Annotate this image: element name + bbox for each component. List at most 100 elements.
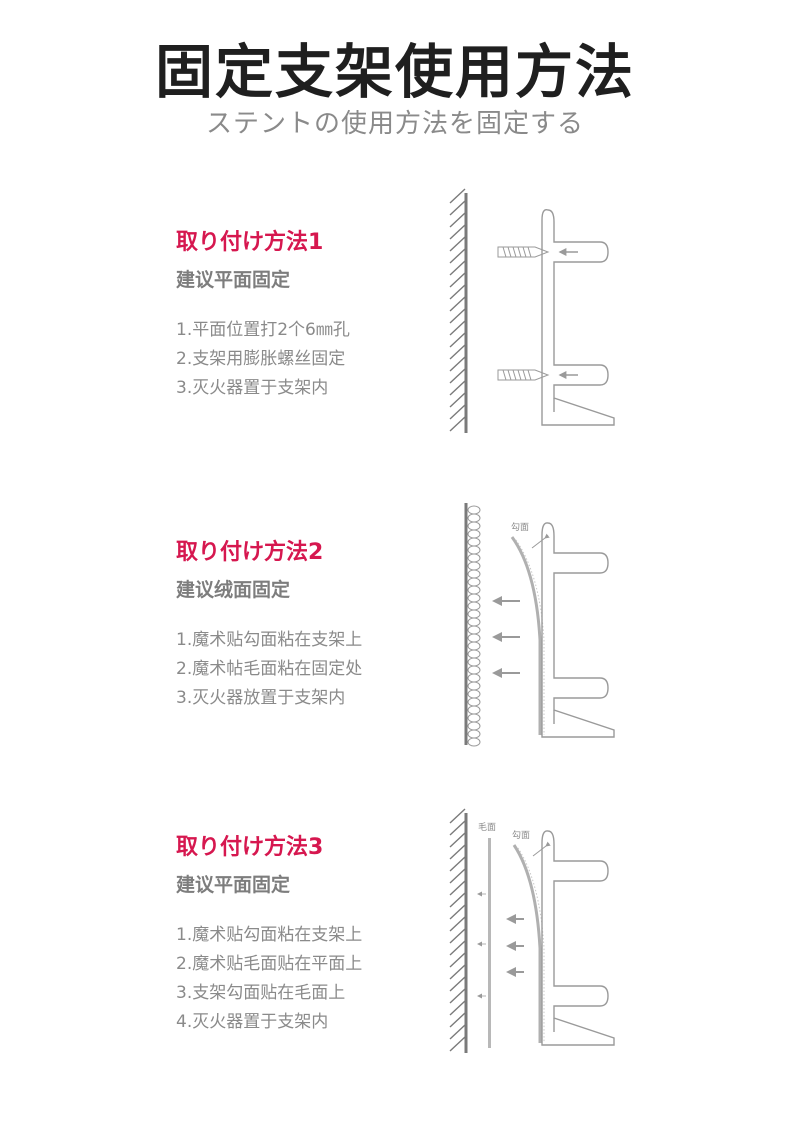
- hatch-line: [449, 952, 466, 968]
- velcro-loop: [467, 529, 481, 539]
- small-arrow-icon: [477, 891, 486, 999]
- screw-icon: [497, 246, 550, 381]
- hatch-line: [449, 832, 466, 848]
- hatch-line: [449, 1024, 466, 1040]
- diagram-3: 毛面 勾面: [449, 808, 615, 1053]
- hatch-line: [449, 868, 466, 884]
- bracket-icon: [541, 830, 615, 1046]
- velcro-loop: [467, 689, 481, 699]
- velcro-loop: [467, 593, 481, 603]
- arrow-left-icon: [506, 914, 524, 977]
- velcro-loop: [467, 657, 481, 667]
- method-1-step-2: 2.支架用膨胀螺丝固定: [176, 349, 346, 369]
- velcro-loop: [467, 729, 481, 739]
- hatch-line: [449, 224, 466, 240]
- velcro-loop: [467, 649, 481, 659]
- method-2-step-1: 1.魔术贴勾面粘在支架上: [176, 630, 363, 650]
- velcro-loop: [467, 665, 481, 675]
- hook-strip: [512, 844, 542, 1043]
- page-title: 固定支架使用方法: [154, 38, 635, 106]
- hatch-line: [449, 856, 466, 872]
- method-3-text: 取り付け方法3 建议平面固定 1.魔术贴勾面粘在支架上 2.魔术贴毛面贴在平面上…: [176, 833, 436, 1037]
- wall-hatch-icon: [449, 188, 468, 433]
- bracket-icon: [541, 522, 615, 738]
- hatch-line: [449, 308, 466, 324]
- velcro-loop: [467, 577, 481, 587]
- hook-label: 勾面: [512, 829, 530, 841]
- arrow-left-icon: [558, 248, 578, 379]
- method-3-title: 取り付け方法3: [176, 835, 324, 860]
- hatch-line: [449, 988, 466, 1004]
- velcro-loop: [467, 737, 481, 747]
- velcro-loop: [467, 609, 481, 619]
- arrow-left-icon: [492, 596, 520, 678]
- method-3-steps: 1.魔术贴勾面粘在支架上 2.魔术贴毛面贴在平面上 3.支架勾面贴在毛面上 4.…: [176, 921, 436, 1037]
- velcro-loop: [467, 713, 481, 723]
- method-1-steps: 1.平面位置打2个6㎜孔 2.支架用膨胀螺丝固定 3.灭火器置于支架内: [176, 316, 436, 403]
- velcro-loop: [467, 505, 481, 515]
- hatch-line: [449, 904, 466, 920]
- velcro-loop: [467, 697, 481, 707]
- velcro-loop: [467, 705, 481, 715]
- hatch-line: [449, 200, 466, 216]
- method-2-text: 取り付け方法2 建议绒面固定 1.魔术贴勾面粘在支架上 2.魔术帖毛面粘在固定处…: [176, 538, 436, 713]
- velcro-loop: [467, 561, 481, 571]
- hatch-line: [449, 880, 466, 896]
- hatch-line: [449, 928, 466, 944]
- hatch-line: [449, 892, 466, 908]
- hatch-line: [449, 284, 466, 300]
- hatch-line: [449, 248, 466, 264]
- hatch-line: [449, 356, 466, 372]
- hatch-line: [449, 964, 466, 980]
- method-2-title: 取り付け方法2: [176, 540, 324, 565]
- wall-hatch-icon: [449, 808, 468, 1053]
- hatch-line: [449, 236, 466, 252]
- diagram-2: 勾面: [464, 503, 615, 747]
- method-3-step-4: 4.灭火器置于支架内: [176, 1012, 329, 1032]
- hatch-line: [449, 392, 466, 408]
- hatch-line: [449, 976, 466, 992]
- hatch-line: [449, 940, 466, 956]
- velcro-loop: [467, 585, 481, 595]
- hatch-line: [449, 368, 466, 384]
- velcro-loop: [467, 673, 481, 683]
- hatch-line: [449, 260, 466, 276]
- method-3-step-2: 2.魔术贴毛面贴在平面上: [176, 954, 363, 974]
- hook-label: 勾面: [511, 521, 529, 533]
- hatch-line: [449, 1036, 466, 1052]
- hatch-line: [449, 332, 466, 348]
- velcro-loop: [467, 513, 481, 523]
- hatch-line: [449, 1000, 466, 1016]
- bracket-icon: [541, 209, 615, 426]
- method-2-step-3: 3.灭火器放置于支架内: [176, 688, 346, 708]
- hatch-line: [449, 404, 466, 420]
- hook-strip: [510, 536, 542, 735]
- velcro-loop: [467, 633, 481, 643]
- diagram-1: [449, 188, 615, 433]
- hatch-line: [449, 380, 466, 396]
- velcro-loop: [467, 681, 481, 691]
- method-2-subtitle: 建议绒面固定: [176, 579, 291, 601]
- velcro-loop: [467, 617, 481, 627]
- fuzz-label: 毛面: [478, 821, 496, 833]
- hatch-line: [449, 320, 466, 336]
- velcro-loop-icon: [467, 505, 481, 747]
- hatch-line: [449, 296, 466, 312]
- hatch-line: [449, 1012, 466, 1028]
- hatch-line: [449, 272, 466, 288]
- hatch-line: [449, 844, 466, 860]
- hatch-line: [449, 808, 466, 824]
- velcro-loop: [467, 553, 481, 563]
- method-2-step-2: 2.魔术帖毛面粘在固定处: [176, 659, 363, 679]
- hatch-line: [449, 820, 466, 836]
- method-1-subtitle: 建议平面固定: [176, 269, 291, 291]
- velcro-loop: [467, 641, 481, 651]
- method-1-step-1: 1.平面位置打2个6㎜孔: [176, 320, 350, 340]
- hatch-line: [449, 212, 466, 228]
- velcro-loop: [467, 569, 481, 579]
- velcro-loop: [467, 545, 481, 555]
- page-subtitle: ステントの使用方法を固定する: [205, 109, 584, 139]
- method-3-step-1: 1.魔术贴勾面粘在支架上: [176, 925, 363, 945]
- velcro-loop: [467, 601, 481, 611]
